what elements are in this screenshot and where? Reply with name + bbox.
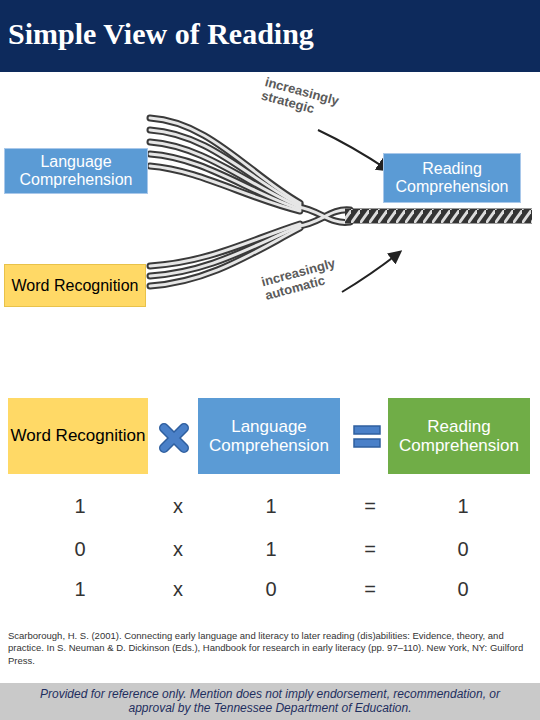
table-cell: 0 [251, 578, 291, 602]
citation-note: Scarborough, H. S. (2001). Connecting ea… [8, 630, 534, 667]
title-text: Simple View of Reading [8, 17, 314, 51]
strategic-arrow [318, 130, 388, 170]
footer-band: Provided for reference only. Mention doe… [0, 683, 540, 720]
equation-box: Language Comprehension [198, 398, 340, 474]
table-cell: 1 [443, 495, 483, 519]
table-cell: x [158, 578, 198, 602]
equals-symbol [353, 424, 381, 450]
concept-box: Language Comprehension [4, 148, 148, 194]
table-cell: 0 [443, 538, 483, 562]
rope-braid [345, 209, 532, 224]
rope-braid-twist [345, 209, 532, 223]
multiply-symbol [158, 422, 190, 454]
table-cell: 0 [60, 538, 100, 562]
table-cell: 1 [60, 495, 100, 519]
box-text: Reading Comprehension [388, 417, 530, 455]
table-cell: = [350, 578, 390, 602]
multiply-fill [164, 428, 184, 448]
box-text: Language Comprehension [198, 417, 340, 455]
box-text: Word Recognition [12, 277, 139, 295]
concept-box: Reading Comprehension [383, 153, 521, 203]
box-text: Language Comprehension [5, 153, 147, 189]
illustration-label: increasingly strategic [260, 75, 352, 124]
table-cell: x [158, 538, 198, 562]
box-text: Reading Comprehension [384, 160, 520, 196]
table-cell: 1 [60, 578, 100, 602]
table-cell: = [350, 495, 390, 519]
table-cell: 0 [443, 578, 483, 602]
automatic-arrow [342, 252, 400, 292]
equals-bar [354, 426, 380, 434]
table-cell: 1 [251, 495, 291, 519]
header-bar: Simple View of Reading [0, 0, 540, 72]
equation-box: Reading Comprehension [388, 398, 530, 474]
concept-box: Word Recognition [4, 264, 146, 307]
equation-box: Word Recognition [8, 398, 148, 474]
equals-bar [354, 439, 380, 447]
multiply-outline [164, 428, 184, 448]
illustration-label: increasingly automatic [260, 253, 352, 302]
table-cell: = [350, 538, 390, 562]
box-text: Provided for reference only. Mention doe… [40, 688, 500, 715]
table-cell: 1 [251, 538, 291, 562]
box-text: Word Recognition [11, 426, 146, 445]
table-cell: x [158, 495, 198, 519]
